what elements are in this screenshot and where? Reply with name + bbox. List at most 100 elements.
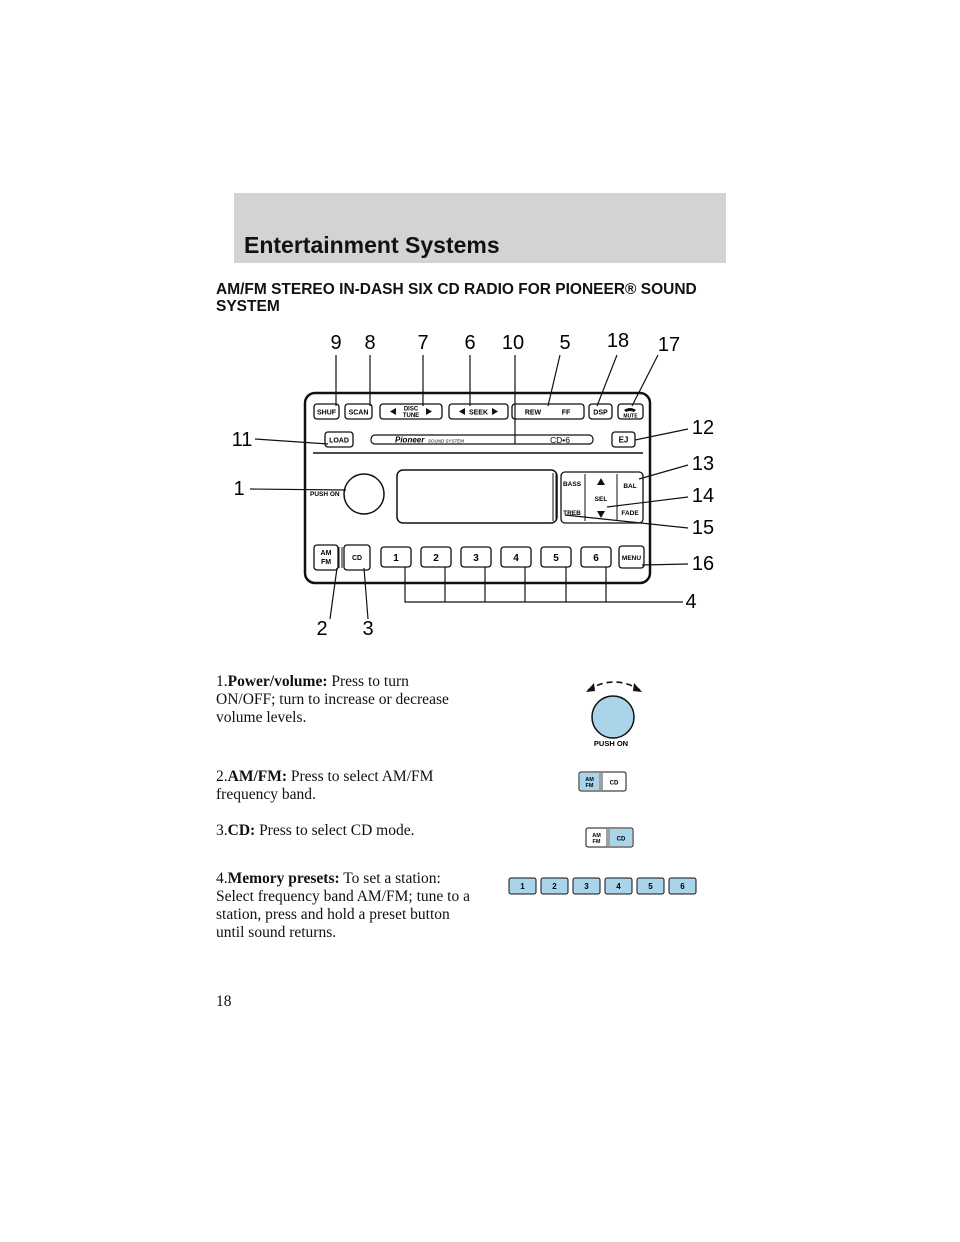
radio-diagram: SHUF SCAN DISC TUNE SEEK REW FF DSP MUTE…: [232, 330, 715, 640]
brand-logo: Pioneer: [395, 436, 425, 445]
bal-fade-control[interactable]: BAL FADE: [621, 483, 639, 517]
load-button[interactable]: LOAD: [324, 431, 354, 448]
eject-button[interactable]: EJ: [611, 431, 636, 448]
heading-text: AM/FM STEREO IN-DASH SIX CD RADIO FOR PI…: [216, 281, 697, 315]
sel-up-icon: [597, 478, 605, 485]
scan-button[interactable]: SCAN: [344, 403, 373, 420]
preset-button[interactable]: 6: [580, 546, 612, 568]
bal-label: BAL: [623, 483, 636, 490]
rew-ff-button[interactable]: REW FF: [511, 403, 585, 420]
sel-control[interactable]: SEL: [595, 478, 608, 518]
rotate-left-arrow-icon: [586, 683, 595, 692]
item-number: 3.: [216, 822, 228, 839]
item-term: Memory presets:: [227, 870, 340, 887]
model-label: CD•6: [550, 435, 570, 445]
fade-label: FADE: [621, 510, 639, 517]
callout-9: 9: [330, 332, 341, 354]
callout-6: 6: [464, 332, 475, 354]
callout-2: 2: [316, 618, 327, 640]
cd-caption: CD: [617, 837, 626, 843]
ej-label: EJ: [619, 436, 629, 445]
display-window: [396, 469, 558, 524]
cd-button[interactable]: CD: [343, 544, 371, 571]
disc-label: DISC: [404, 407, 419, 413]
seek-label: SEEK: [469, 410, 488, 417]
callout-11: 11: [232, 429, 253, 451]
am-caption: AM: [585, 777, 594, 783]
volume-knob-icon: PUSH ON: [586, 681, 642, 748]
preset-label: 1: [393, 553, 399, 564]
seek-button[interactable]: SEEK: [448, 403, 509, 420]
preset-buttons-icon: 1 2 3 4 5 6: [508, 877, 697, 895]
preset-button[interactable]: 4: [500, 546, 532, 568]
callout-10: 10: [502, 332, 524, 354]
treb-label: TREB: [563, 510, 581, 517]
tune-right-icon: [426, 408, 432, 415]
bass-label: BASS: [563, 481, 582, 488]
rew-label: REW: [525, 410, 542, 417]
push-on-label: PUSH ON: [310, 491, 340, 498]
cd-slot: [370, 434, 594, 445]
seek-right-icon: [492, 408, 498, 415]
sel-label: SEL: [595, 496, 608, 503]
ff-label: FF: [562, 410, 571, 417]
preset-caption: 1: [520, 882, 525, 891]
preset-button[interactable]: 1: [380, 546, 412, 568]
fm-label: FM: [321, 559, 331, 566]
preset-button[interactable]: 3: [460, 546, 492, 568]
push-on-caption: PUSH ON: [594, 739, 628, 748]
callout-4: 4: [685, 591, 696, 613]
am-fm-button-icon: AM FM CD: [578, 771, 627, 792]
preset-caption: 2: [552, 882, 557, 891]
header-band: [234, 193, 726, 263]
mute-button[interactable]: MUTE: [617, 403, 644, 420]
callout-17: 17: [658, 334, 680, 356]
power-volume-knob[interactable]: [343, 473, 385, 515]
preset-label: 6: [593, 553, 599, 564]
tune-left-icon: [390, 408, 396, 415]
preset-caption: 5: [648, 882, 653, 891]
cd-label: CD: [352, 555, 362, 562]
tune-label: TUNE: [403, 413, 419, 419]
am-caption: AM: [592, 833, 601, 839]
callout-1: 1: [233, 478, 244, 500]
scan-label: SCAN: [349, 410, 369, 417]
item-number: 4.: [216, 870, 228, 887]
callout-3: 3: [362, 618, 373, 640]
disc-tune-button[interactable]: DISC TUNE: [379, 403, 443, 420]
am-fm-button[interactable]: AM FM: [313, 544, 339, 571]
item-term: CD:: [227, 822, 256, 839]
rotate-right-arrow-icon: [633, 683, 642, 692]
phone-icon: [624, 408, 636, 412]
callout-16: 16: [692, 553, 714, 575]
item-number: 1.: [216, 673, 228, 690]
menu-label: MENU: [622, 555, 641, 562]
callout-14: 14: [692, 485, 714, 507]
sel-down-icon: [597, 511, 605, 518]
description-item-4: 4.Memory presets: To set a station: Sele…: [216, 870, 471, 942]
preset-button[interactable]: 5: [540, 546, 572, 568]
item-term: AM/FM:: [227, 768, 288, 785]
preset-button[interactable]: 2: [420, 546, 452, 568]
description-item-3: 3.CD: Press to select CD mode.: [216, 822, 471, 840]
cd-caption: CD: [610, 781, 619, 787]
item-number: 2.: [216, 768, 228, 785]
callout-18: 18: [607, 330, 629, 352]
fm-caption: FM: [593, 839, 601, 845]
seek-left-icon: [459, 408, 465, 415]
callout-12: 12: [692, 417, 714, 439]
item-description: Press to turn ON/OFF; turn to increase o…: [216, 673, 449, 726]
dsp-label: DSP: [593, 410, 608, 417]
item-description: Press to select AM/FM frequency band.: [216, 768, 434, 803]
load-label: LOAD: [329, 438, 349, 445]
bass-treb-control[interactable]: BASS TREB: [563, 481, 582, 517]
preset-label: 3: [473, 553, 479, 564]
shuf-button[interactable]: SHUF: [313, 403, 340, 420]
description-item-1: 1.Power/volume: Press to turn ON/OFF; tu…: [216, 673, 471, 727]
dsp-button[interactable]: DSP: [588, 403, 613, 420]
menu-button[interactable]: MENU: [618, 545, 645, 569]
section-heading: AM/FM STEREO IN-DASH SIX CD RADIO FOR PI…: [216, 281, 736, 315]
page-number: 18: [216, 993, 232, 1010]
preset-label: 4: [513, 553, 519, 564]
item-description: Press to select CD mode.: [259, 822, 415, 839]
